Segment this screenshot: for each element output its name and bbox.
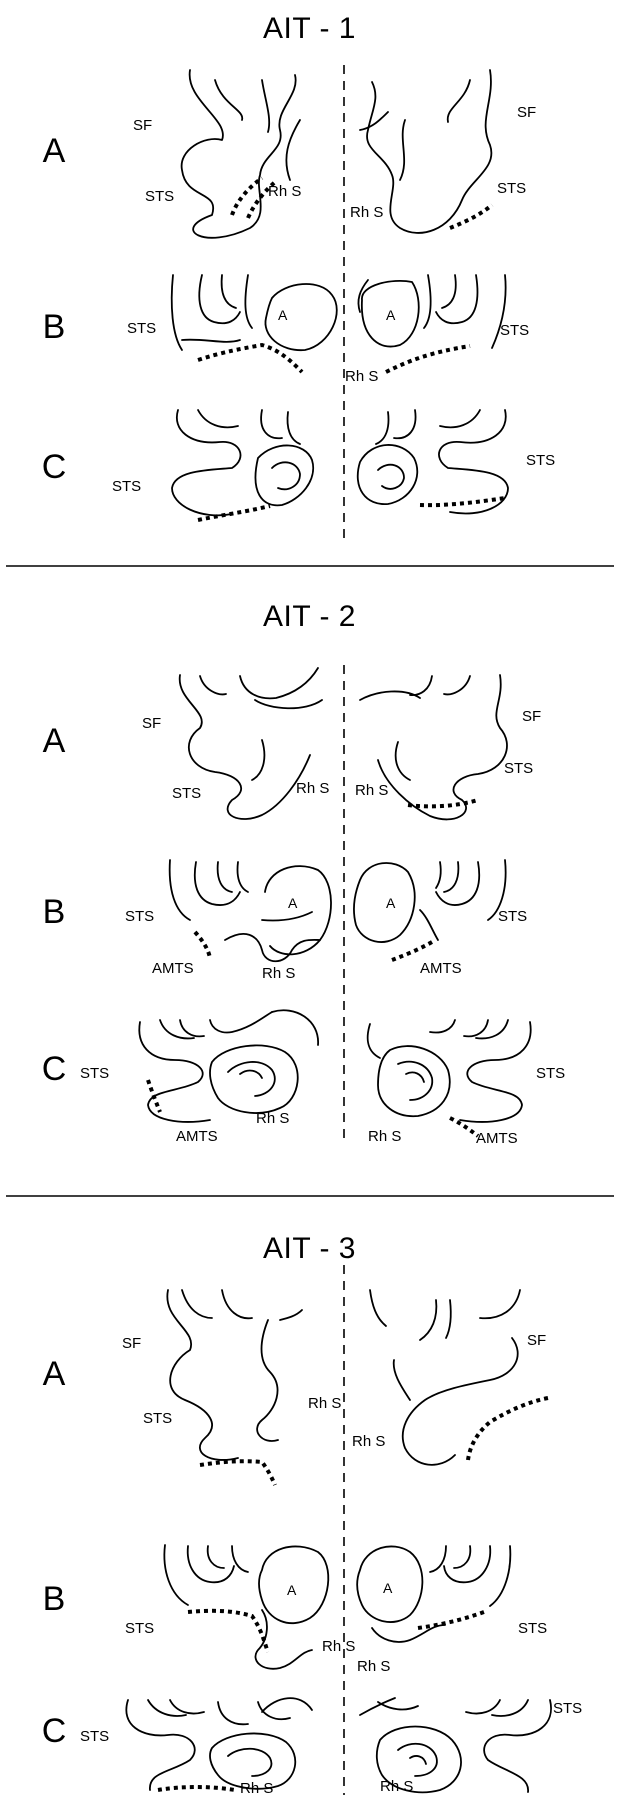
label-sts: STS [536, 1065, 566, 1082]
ait-3-row-b-left-section [163, 1544, 330, 1670]
label-amts: AMTS [152, 960, 194, 977]
label-sts: STS [172, 785, 202, 802]
label-amygdala: A [383, 1580, 393, 1596]
label-sts: STS [125, 908, 155, 925]
row-label-ait-2-a: A [42, 722, 66, 760]
label-sts: STS [526, 452, 556, 469]
ait-2-row-a-right-section [359, 674, 508, 821]
label-sts: STS [80, 1065, 110, 1082]
label-rh-s: Rh S [240, 1780, 274, 1797]
label-sts: STS [497, 180, 527, 197]
label-rh-s: Rh S [355, 782, 389, 799]
ait-2-row-b-left-section [168, 859, 332, 963]
row-label-ait-1-b: B [42, 308, 66, 346]
ait-3-row-a-right-section [369, 1289, 549, 1466]
ait-3-row-c-left-section [125, 1697, 313, 1792]
label-amygdala: A [288, 895, 298, 911]
ait-2-row-a-left-section [179, 667, 323, 820]
label-rh-s: Rh S [322, 1638, 356, 1655]
label-amygdala: A [386, 307, 396, 323]
label-rh-s: Rh S [350, 204, 384, 221]
label-rh-s: Rh S [296, 780, 330, 797]
label-sf: SF [122, 1335, 142, 1352]
ait-2-row-b-right-section [353, 859, 507, 962]
label-amts: AMTS [476, 1130, 518, 1147]
row-label-ait-2-b: B [42, 893, 66, 931]
label-sf: SF [133, 117, 153, 134]
label-sts: STS [518, 1620, 548, 1637]
ait-3-row-a-left-section [166, 1289, 303, 1486]
label-sf: SF [517, 104, 537, 121]
ait-3-row-c-right-section [359, 1697, 552, 1794]
label-rh-s: Rh S [268, 183, 302, 200]
ait-1-row-a-left-section [180, 69, 301, 239]
label-sts: STS [553, 1700, 583, 1717]
label-rh-s: Rh S [352, 1433, 386, 1450]
row-label-ait-3-c: C [41, 1712, 67, 1750]
label-sts: STS [127, 320, 157, 337]
label-sts: STS [145, 188, 175, 205]
ait-2-row-c-left-section [138, 1009, 319, 1123]
label-rh-s: Rh S [345, 368, 379, 385]
label-sf: SF [527, 1332, 547, 1349]
label-sts: STS [143, 1410, 173, 1427]
label-rh-s: Rh S [308, 1395, 342, 1412]
label-rh-s: Rh S [262, 965, 296, 982]
label-sts: STS [504, 760, 534, 777]
ait-1-row-c-right-section [356, 409, 509, 515]
label-rh-s: Rh S [380, 1778, 414, 1795]
ait-3-row-b-right-section [356, 1545, 512, 1643]
label-sts: STS [80, 1728, 110, 1745]
label-sts: STS [125, 1620, 155, 1637]
label-sts: STS [112, 478, 142, 495]
label-rh-s: Rh S [357, 1658, 391, 1675]
row-label-ait-3-a: A [42, 1355, 66, 1393]
ait-1-row-c-left-section [171, 409, 315, 522]
row-label-ait-2-c: C [41, 1050, 67, 1088]
label-amts: AMTS [420, 960, 462, 977]
label-rh-s: Rh S [256, 1110, 290, 1127]
ait-1-row-a-right-section [359, 69, 494, 234]
label-sf: SF [522, 708, 542, 725]
label-sts: STS [498, 908, 528, 925]
label-amygdala: A [278, 307, 288, 323]
row-label-ait-1-c: C [41, 448, 67, 486]
label-amts: AMTS [176, 1128, 218, 1145]
ait-2-row-c-right-section [366, 1019, 532, 1138]
label-sts: STS [500, 322, 530, 339]
panel-title-ait-1: AIT - 1 [263, 12, 356, 45]
ait-1-row-b-left-section [170, 274, 338, 374]
panel-title-ait-2: AIT - 2 [263, 600, 356, 633]
label-amygdala: A [386, 895, 396, 911]
ait-1-row-b-right-section [357, 274, 507, 374]
label-rh-s: Rh S [368, 1128, 402, 1145]
label-amygdala: A [287, 1582, 297, 1598]
label-sf: SF [142, 715, 162, 732]
panel-title-ait-3: AIT - 3 [263, 1232, 356, 1265]
row-label-ait-1-a: A [42, 132, 66, 170]
row-label-ait-3-b: B [42, 1580, 66, 1618]
